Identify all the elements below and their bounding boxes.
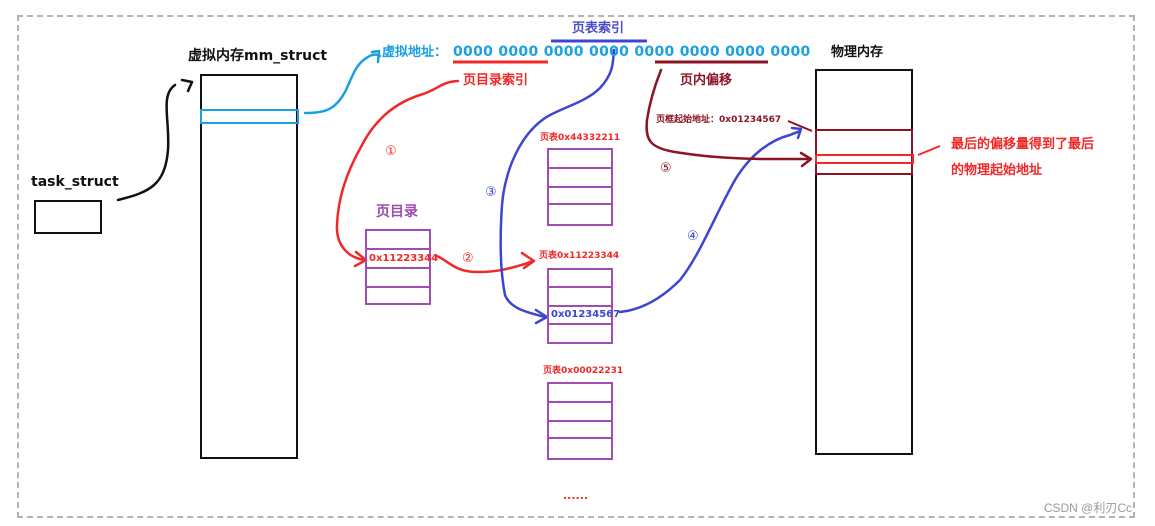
page-table-2-label: 页表0x00022231: [543, 366, 624, 376]
page-table-index-label: 页表索引: [572, 21, 625, 36]
page-table-row: [549, 403, 611, 422]
arrowhead-step4: [790, 126, 803, 140]
address-bit-group: 0000: [543, 44, 590, 60]
step-1-marker: ①: [385, 144, 397, 159]
page-table-row: [549, 384, 611, 403]
ellipsis: ......: [563, 489, 589, 502]
arrow-mm-to-virtual-address: [303, 53, 382, 115]
step-2-marker: ②: [462, 251, 474, 266]
address-bit-group: 0000: [589, 44, 635, 60]
step-3-marker: ③: [485, 185, 497, 200]
page-table-row: [549, 288, 611, 307]
physical-page-frame: [815, 129, 913, 175]
page-table-2: [547, 382, 613, 460]
virtual-address-prefix: 虚拟地址：: [382, 45, 448, 60]
arrowhead-step2: [520, 251, 536, 270]
diagram-frame: [17, 15, 1135, 518]
page-directory-row: [367, 231, 429, 250]
arrow-step5: [645, 68, 812, 161]
page-table-row: [549, 270, 611, 288]
arrow-step3: [499, 48, 616, 319]
arrow-step2: [435, 254, 536, 274]
page-directory-row: [367, 269, 429, 288]
page-table-row: 0x01234567: [549, 307, 620, 325]
page-table-0-label: 页表0x44332211: [540, 133, 621, 143]
page-offset-label: 页内偏移: [680, 73, 733, 88]
pointer-frame-start: [787, 120, 813, 132]
page-table-1-label: 页表0x11223344: [539, 251, 620, 261]
arrow-step4: [618, 129, 802, 314]
step-4-marker: ④: [687, 229, 699, 244]
arrow-task-to-mm: [116, 83, 177, 202]
task-struct-label: task_struct: [31, 174, 119, 190]
page-table-row: [549, 150, 611, 169]
annotation-line-2: 的物理起始地址: [951, 163, 1043, 178]
page-directory-label: 页目录: [376, 204, 418, 220]
task-struct-box: [34, 200, 102, 234]
physical-address-slot: [815, 154, 914, 164]
physical-memory-box: [815, 69, 913, 455]
arrowhead-task-to-mm: [180, 78, 194, 93]
page-dir-index-label: 页目录索引: [463, 73, 529, 88]
address-bit-group: 0000: [679, 44, 726, 60]
frame-start-label: 页框起始地址：0x01234567: [656, 115, 782, 125]
page-table-1: 0x01234567: [547, 268, 620, 344]
annotation-line-1: 最后的偏移量得到了最后: [951, 137, 1095, 152]
page-table-0: [547, 148, 613, 226]
page-table-row: [549, 325, 611, 341]
watermark: CSDN @利刃Cc: [1043, 501, 1132, 515]
address-bit-group: 0000: [498, 44, 544, 60]
virtual-memory-entry: [200, 109, 299, 124]
physical-memory-label: 物理内存: [831, 45, 884, 60]
address-bit-group: 0000: [725, 44, 771, 60]
arrowhead-step5: [799, 151, 813, 168]
address-bit-group: 0000: [634, 44, 680, 60]
page-table-row: [549, 439, 611, 456]
virtual-memory-label: 虚拟内存mm_struct: [188, 48, 328, 64]
arrow-step1: [335, 79, 460, 262]
virtual-memory-box: [200, 74, 298, 459]
virtual-address-bits: 0000 0000 0000 0000 0000 0000 0000 0000: [453, 45, 811, 59]
address-bit-group: 0000: [770, 44, 811, 60]
page-directory-table: 0x11223344: [365, 229, 438, 305]
page-table-row: [549, 422, 611, 439]
page-table-row: [549, 188, 611, 205]
arrowhead-mm-to-va: [370, 49, 381, 64]
step-5-marker: ⑤: [660, 161, 672, 176]
page-table-row: [549, 169, 611, 188]
page-table-row: [549, 205, 611, 222]
address-bit-group: 0000: [453, 44, 499, 60]
page-directory-row: [367, 288, 429, 303]
pointer-annotation: [917, 145, 941, 156]
page-directory-row: 0x11223344: [367, 250, 438, 269]
